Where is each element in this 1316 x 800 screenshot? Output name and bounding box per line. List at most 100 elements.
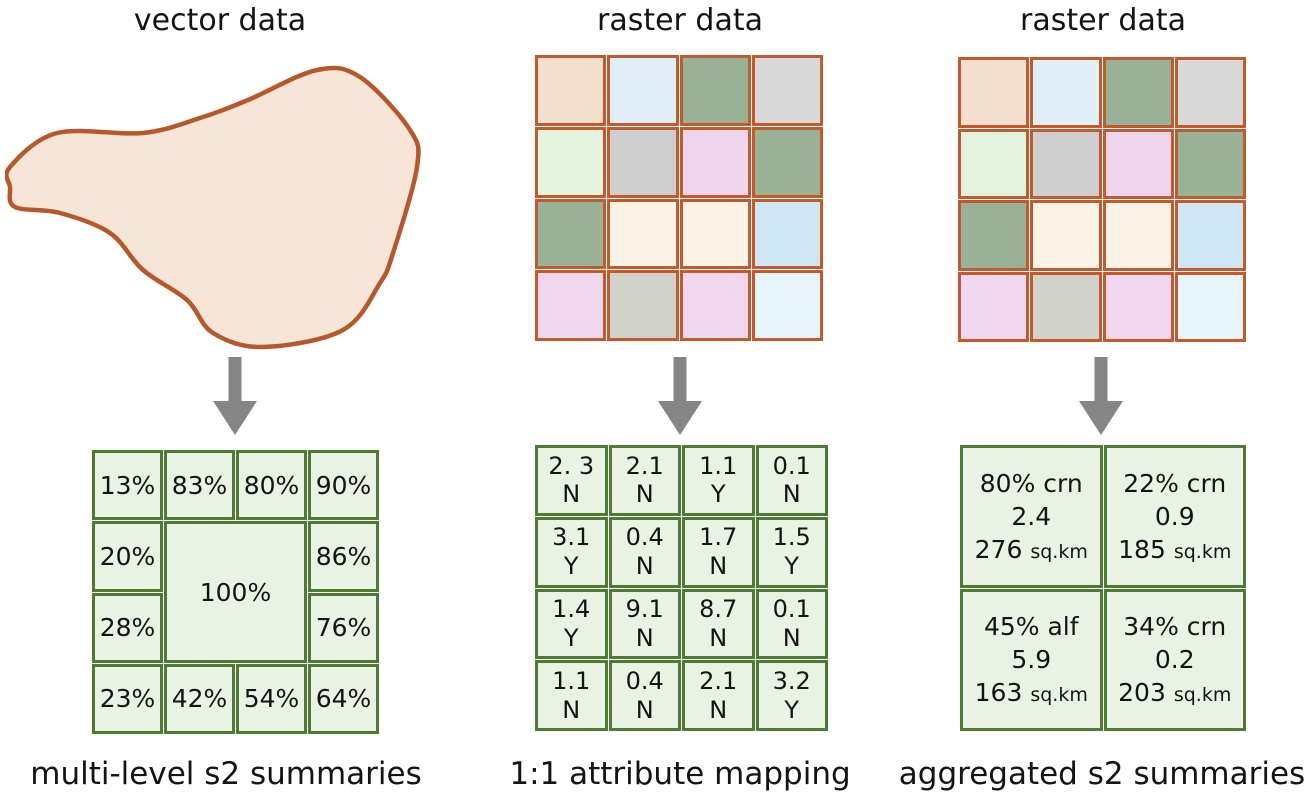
raster-cell (607, 270, 679, 341)
raster-cell (1102, 271, 1174, 342)
raster-cell (535, 270, 607, 341)
raster-grid-right (958, 57, 1246, 342)
attribute-value: 1.1 (552, 666, 591, 695)
attribute-flag: N (562, 480, 581, 509)
raster-cell (1174, 271, 1246, 342)
raster-cell (1030, 57, 1102, 128)
vector-data-title: vector data (133, 3, 307, 38)
percentage-cell: 28% (92, 592, 163, 663)
raster-cell (958, 128, 1030, 199)
raster-cell (1102, 200, 1174, 271)
attribute-flag: N (782, 480, 801, 509)
raster-cell (1102, 57, 1174, 128)
raster-cell (751, 126, 823, 198)
raster-cell (535, 198, 607, 270)
percentage-cell: 42% (164, 663, 235, 734)
caption-aggregated-s2: aggregated s2 summaries (898, 756, 1306, 792)
vector-polygon (5, 65, 421, 350)
raster-data-title-right: raster data (1019, 3, 1187, 38)
raster-cell (679, 270, 751, 341)
attribute-flag: N (635, 695, 654, 724)
down-arrow-icon-right (1079, 357, 1123, 435)
percentage-cell: 13% (92, 450, 163, 521)
raster-cell (679, 126, 751, 198)
multi-level-s2-grid: 13%83%80%90%20%100%86%28%76%23%42%54%64% (92, 450, 379, 734)
raster-cell (679, 198, 751, 270)
crop-percentage: 22% crn (1123, 468, 1227, 498)
raster-cell (1174, 57, 1246, 128)
area-unit: sq.km (1173, 540, 1232, 563)
crop-value: 5.9 (1011, 645, 1052, 675)
crop-percentage: 45% alf (983, 612, 1079, 642)
percentage-cell: 20% (92, 521, 163, 592)
caption-attribute-mapping: 1:1 attribute mapping (509, 756, 851, 792)
raster-cell (1174, 128, 1246, 199)
raster-cell (607, 198, 679, 270)
percentage-cell: 83% (164, 450, 235, 521)
raster-cell (958, 200, 1030, 271)
crop-area: 203 sq.km (1118, 678, 1232, 708)
raster-cell (751, 198, 823, 270)
attribute-flag: N (709, 623, 728, 652)
attribute-value: 8.7 (699, 595, 738, 624)
attribute-flag: N (562, 695, 581, 724)
raster-cell (1174, 200, 1246, 271)
attribute-value: 2. 3 (548, 451, 595, 480)
area-unit: sq.km (1030, 540, 1088, 563)
raster-cell (958, 271, 1030, 342)
caption-multi-level-s2: multi-level s2 summaries (30, 756, 422, 792)
percentage-cell: 86% (308, 521, 379, 592)
percentage-cell: 76% (308, 592, 379, 663)
crop-percentage: 34% crn (1123, 612, 1227, 642)
raster-cell (1102, 128, 1174, 199)
raster-cell (958, 57, 1030, 128)
percentage-cell: 90% (308, 450, 379, 521)
crop-value: 0.2 (1154, 645, 1195, 675)
attribute-value: 9.1 (625, 595, 664, 624)
attribute-value: 1.4 (552, 595, 591, 624)
crop-area: 163 sq.km (974, 678, 1088, 708)
attribute-flag: Y (563, 552, 579, 581)
raster-cell (1030, 271, 1102, 342)
attribute-flag: N (709, 695, 728, 724)
percentage-cell: 80% (236, 450, 307, 521)
raster-cell (751, 270, 823, 341)
raster-grid-middle (535, 55, 823, 341)
raster-cell (679, 55, 751, 126)
crop-value: 2.4 (1011, 501, 1052, 531)
area-unit: sq.km (1030, 684, 1088, 707)
attribute-value: 1.7 (699, 523, 738, 552)
raster-cell (1030, 200, 1102, 271)
crop-area: 185 sq.km (1118, 534, 1232, 564)
crop-percentage: 80% crn (979, 468, 1083, 498)
attribute-value: 2.1 (625, 451, 664, 480)
attribute-flag: N (782, 623, 801, 652)
attribute-flag: Y (784, 552, 800, 581)
raster-cell (607, 126, 679, 198)
attribute-value: 3.2 (772, 666, 811, 695)
percentage-cell: 54% (236, 663, 307, 734)
down-arrow-icon-left (213, 357, 257, 435)
crop-value: 0.9 (1154, 501, 1195, 531)
raster-data-title-middle: raster data (596, 3, 764, 38)
